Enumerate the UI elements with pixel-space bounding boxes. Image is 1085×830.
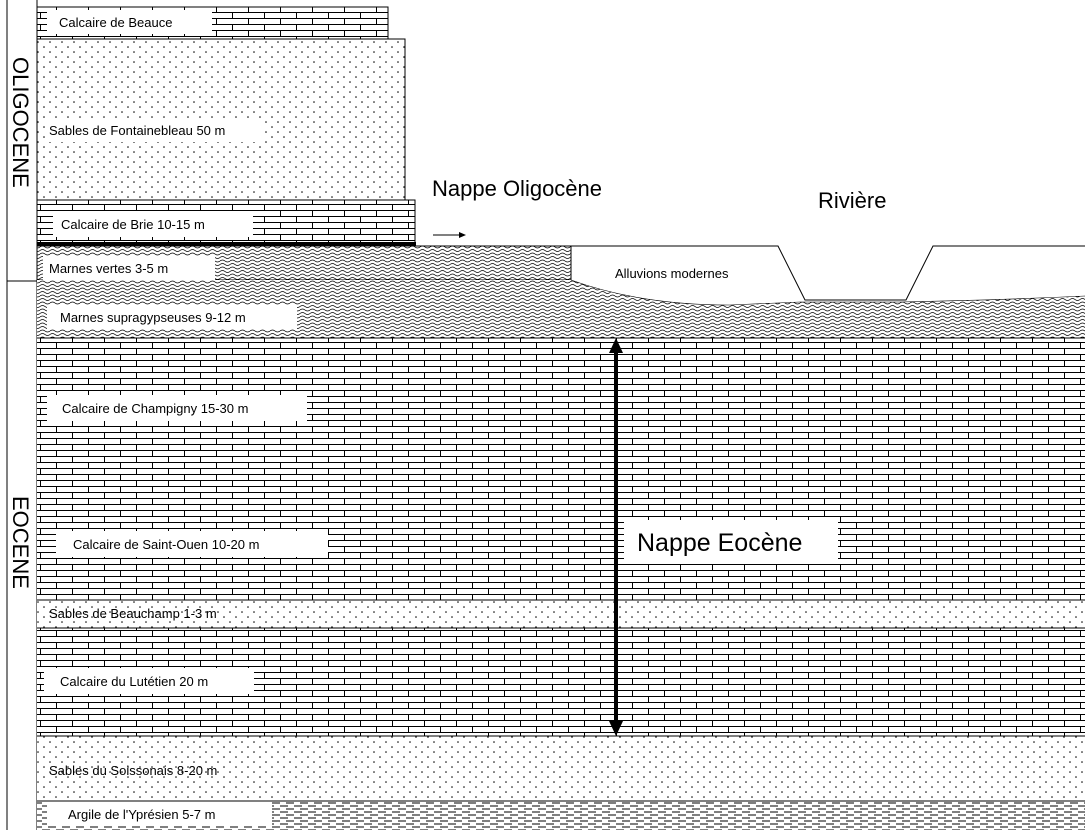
layer-marnes-supragypseuses [37,280,1085,338]
label-marnes-supragypseuses: Marnes supragypseuses 9-12 m [60,310,246,325]
layer-sables-soissonais [37,736,1085,801]
label-sables-fontainebleau: Sables de Fontainebleau 50 m [49,123,225,138]
annotation-riviere: Rivière [818,188,886,213]
label-calcaire-champigny: Calcaire de Champigny 15-30 m [62,401,248,416]
layer-alluvions-modernes [571,246,1085,305]
alluvions-base-line [570,279,1085,306]
label-calcaire-brie: Calcaire de Brie 10-15 m [61,217,205,232]
flow-arrow-icon [433,232,466,238]
label-calcaire-lutetien: Calcaire du Lutétien 20 m [60,674,208,689]
label-calcaire-beauce: Calcaire de Beauce [59,15,172,30]
annotation-nappe-oligocene: Nappe Oligocène [432,176,602,201]
period-label-eocene: EOCENE [8,496,33,589]
label-marnes-vertes: Marnes vertes 3-5 m [49,261,168,276]
label-argile-ypresien: Argile de l'Yprésien 5-7 m [68,807,215,822]
period-label-oligocene: OLIGOCENE [8,57,33,188]
label-calcaire-saint-ouen: Calcaire de Saint-Ouen 10-20 m [73,537,259,552]
ground-surface-river-channel [571,245,1085,301]
layer-sables-beauchamp [37,600,1085,628]
double-arrow-icon [609,338,623,736]
label-sables-soissonais: Sables du Soissonais 8-20 m [49,763,217,778]
label-alluvions-modernes: Alluvions modernes [615,266,729,281]
layer-calcaire-champigny-saint-ouen [37,338,1085,600]
annotation-nappe-eocene: Nappe Eocène [637,529,802,557]
label-sables-beauchamp: Sables de Beauchamp 1-3 m [49,606,217,621]
